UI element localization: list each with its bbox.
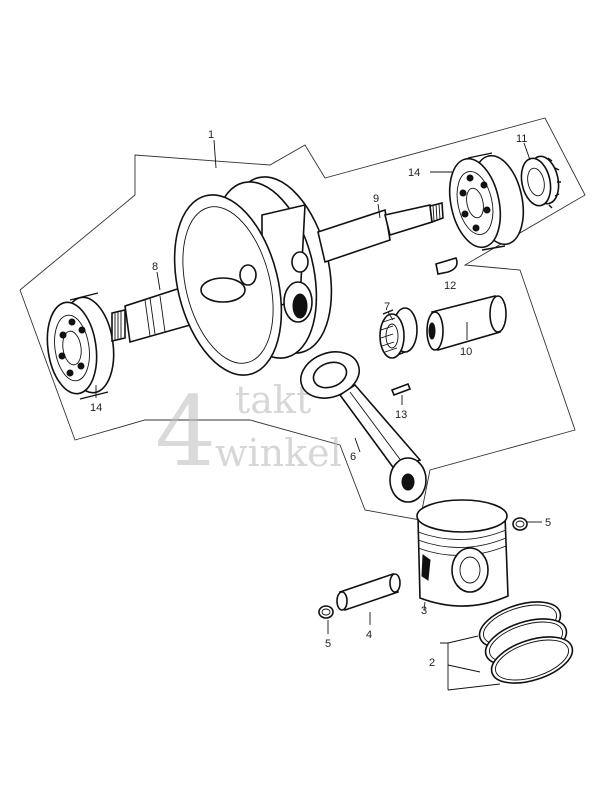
callout-11: 11 [516, 133, 527, 145]
crankshaft-nut [520, 155, 561, 209]
callout-5-left: 5 [325, 638, 331, 650]
callout-10: 10 [460, 346, 472, 358]
watermark-logo-winkel: winkel [215, 431, 342, 475]
callout-13: 13 [395, 409, 407, 421]
callout-7: 7 [384, 301, 390, 313]
piston-rings [478, 601, 574, 684]
callout-4: 4 [366, 629, 372, 641]
crank-pin [426, 295, 507, 352]
small-pin [390, 382, 412, 397]
callout-1: 1 [208, 129, 214, 141]
callout-labels: 1 2 3 4 5 5 6 7 8 9 10 11 12 13 14 14 [90, 129, 551, 669]
watermark-logo-takt: takt [235, 378, 311, 422]
callout-2: 2 [429, 657, 435, 669]
watermark-logo: 4 takt winkel [155, 376, 342, 488]
connecting-rod [300, 351, 427, 503]
needle-roller-bearing [379, 307, 418, 359]
callout-3: 3 [421, 605, 427, 617]
callout-14-right: 14 [408, 167, 420, 179]
right-crankshaft-journal [317, 201, 444, 264]
callout-8: 8 [152, 261, 158, 273]
crankshaft-flywheels [173, 176, 333, 376]
circlip-right [512, 517, 528, 531]
callout-14-left: 14 [90, 402, 102, 414]
piston-pin [336, 572, 401, 612]
crankshaft-assembly-boundary [19, 117, 586, 521]
right-ball-bearing [448, 152, 525, 251]
woodruff-key [435, 257, 458, 275]
callout-9: 9 [373, 193, 379, 205]
piston [416, 499, 509, 607]
circlip-left [318, 605, 334, 619]
callout-12: 12 [444, 280, 456, 292]
left-ball-bearing [46, 292, 115, 400]
leader-lines [95, 139, 542, 691]
watermark-logo-4: 4 [155, 376, 216, 488]
callout-6: 6 [350, 451, 356, 463]
callout-5-right: 5 [545, 517, 551, 529]
